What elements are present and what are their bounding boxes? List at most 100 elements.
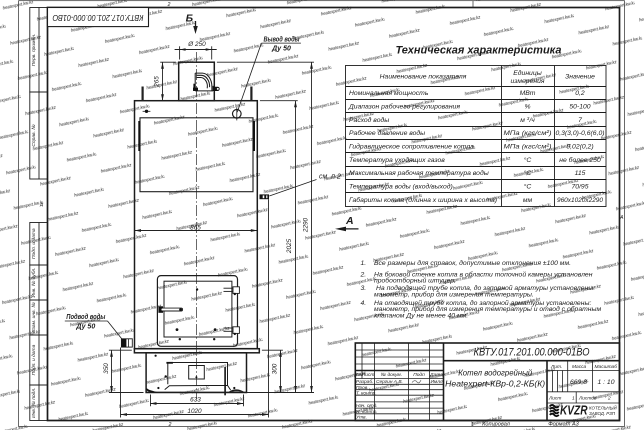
svg-text:%: % [524,104,530,111]
svg-text:°С: °С [524,169,532,177]
svg-text:Н. контр.: Н. контр. [356,409,378,415]
svg-text:КВТУ.017.201.00.000-01ВО: КВТУ.017.201.00.000-01ВО [52,13,144,22]
svg-text:Перв. примен.: Перв. примен. [31,34,37,67]
svg-text:669,8: 669,8 [570,379,587,386]
svg-text:Лист: Лист [361,372,374,378]
svg-text:1: 1 [572,396,575,402]
svg-text:350: 350 [103,363,110,374]
svg-text:Диапазон рабочего регулировани: Диапазон рабочего регулирования [348,103,460,111]
svg-text:Копировал: Копировал [482,422,511,428]
svg-text:0,02(0,2): 0,02(0,2) [566,144,593,151]
svg-text:1: 1 [471,422,474,428]
svg-text:Значение: Значение [565,73,595,80]
svg-text:Ø 250: Ø 250 [187,41,206,48]
svg-text:°С: °С [524,156,532,164]
svg-text:Расход воды: Расход воды [349,116,389,124]
svg-text:ЗАВОД. РЗП: ЗАВОД. РЗП [589,411,616,416]
svg-text:Габариты котла (длинна х ширин: Габариты котла (длинна х ширина х высота… [349,196,497,204]
svg-text:265: 265 [154,76,161,88]
svg-text:Взам. инв. №: Взам. инв. № [31,302,37,332]
svg-text:На боковой стенке котла в обла: На боковой стенке котла в области топочн… [374,270,593,278]
svg-text:960х1020х2290: 960х1020х2290 [557,197,603,204]
svg-text:манометр, прибор для измерения: манометр, прибор для измерения температу… [374,290,534,298]
svg-text:2: 2 [167,2,171,8]
svg-text:Т. контр.: Т. контр. [356,390,377,396]
svg-text:50-100: 50-100 [569,104,590,111]
svg-text:70/95: 70/95 [571,184,588,191]
svg-text:7: 7 [578,117,582,124]
svg-text:МПа (кгс/см²): МПа (кгс/см²) [504,144,552,151]
svg-text:Подп. и дата: Подп. и дата [31,228,37,259]
svg-text:115: 115 [575,170,586,177]
svg-text:Нач. отд.: Нач. отд. [356,403,378,409]
svg-text:А: А [345,215,354,227]
svg-text:865: 865 [190,224,201,231]
svg-text:Рабочее давление воды: Рабочее давление воды [349,129,425,137]
svg-text:Лист: Лист [548,396,561,402]
svg-text:Гидравлическое сопротивление к: Гидравлическое сопротивление котла [349,143,474,151]
svg-text:2290: 2290 [303,217,310,233]
svg-text:2: 2 [607,396,611,402]
svg-text:МВт: МВт [520,90,536,97]
svg-text:Масштаб: Масштаб [595,364,618,370]
svg-text:Разраб.: Разраб. [356,379,373,385]
svg-text:2: 2 [168,422,172,428]
svg-text:А: А [39,203,44,209]
svg-text:Б: Б [186,13,194,25]
svg-text:Вывод воды: Вывод воды [264,35,300,43]
svg-text:м 3/ч: м 3/ч [520,116,535,124]
svg-text:0,3(3,0)-0,6(6,0): 0,3(3,0)-0,6(6,0) [556,130,605,137]
svg-text:3.: 3. [361,285,367,292]
svg-text:°С: °С [524,183,532,191]
svg-text:Техническая характеристика: Техническая характеристика [396,45,562,57]
svg-text:Формат А3: Формат А3 [548,422,579,428]
svg-text:Подп: Подп [413,372,425,378]
svg-text:1 : 10: 1 : 10 [597,379,614,386]
svg-text:0,2: 0,2 [575,90,585,97]
svg-text:На отводящей трубе котла, до з: На отводящей трубе котла, до запорной ар… [374,299,591,307]
svg-text:КВТУ.017.201.00.000-01ВО: КВТУ.017.201.00.000-01ВО [474,347,590,359]
svg-text:Heatexpert-КВр-0,2-КБ(К): Heatexpert-КВр-0,2-КБ(К) [445,379,545,389]
svg-text:А: А [619,215,624,221]
svg-text:Дата: Дата [429,372,443,378]
svg-text:1020: 1020 [187,408,202,415]
svg-text:Лит.: Лит. [550,364,562,370]
svg-text:Справ. №: Справ. № [31,124,37,146]
svg-text:мм: мм [523,197,533,204]
svg-text:4.: 4. [361,300,367,307]
svg-text:Единицы: Единицы [513,69,541,77]
svg-text:манометр, прибор для измерения: манометр, прибор для измерения температу… [374,305,602,313]
svg-text:Имлл: Имлл [431,379,443,385]
svg-text:2025: 2025 [286,238,293,254]
svg-text:1.: 1. [361,260,367,267]
svg-text:пробоотборный штуцер.: пробоотборный штуцер. [374,277,456,285]
svg-text:Утв.: Утв. [356,415,367,421]
svg-text:Номинальная мощность: Номинальная мощность [349,90,429,97]
svg-text:МПа (кгс/см²): МПа (кгс/см²) [504,130,552,137]
svg-text:2.: 2. [360,271,367,278]
svg-text:не более 250: не более 250 [559,156,601,164]
svg-text:Подп. и дата: Подп. и дата [31,344,37,375]
svg-text:KVZR: KVZR [560,404,588,418]
svg-text:Изм: Изм [354,372,364,378]
svg-text:№ докум.: № докум. [381,372,402,378]
svg-text:Инв. № дубл.: Инв. № дубл. [31,267,37,297]
svg-text:см. п 2: см. п 2 [319,174,341,181]
svg-text:Все размеры для справок, допус: Все размеры для справок, допустимые откл… [374,259,571,267]
svg-text:измерения: измерения [510,78,544,85]
svg-text:300: 300 [272,363,279,374]
svg-text:клапаном Ду не менее 40 мм.: клапаном Ду не менее 40 мм. [374,312,468,319]
svg-text:Подвод воды: Подвод воды [66,313,105,321]
svg-text:Пров.: Пров. [356,385,369,391]
svg-text:Масса: Масса [572,364,587,370]
svg-text:Наименование показателя: Наименование показателя [380,73,467,80]
svg-text:КОТЕЛЬНЫЙ: КОТЕЛЬНЫЙ [589,406,617,411]
svg-text:Ду 50: Ду 50 [271,45,291,52]
svg-text:Ду 50: Ду 50 [75,324,95,331]
svg-text:Температура воды (вход/выход): Температура воды (вход/выход) [349,183,453,191]
svg-text:На подводящей трубе котла, до: На подводящей трубе котла, до запорной а… [376,284,595,292]
svg-text:Температура уходящих газов: Температура уходящих газов [349,156,445,164]
svg-text:633: 633 [190,396,201,403]
svg-text:Инв. № подл.: Инв. № подл. [31,388,37,418]
svg-text:Листов: Листов [578,396,597,402]
